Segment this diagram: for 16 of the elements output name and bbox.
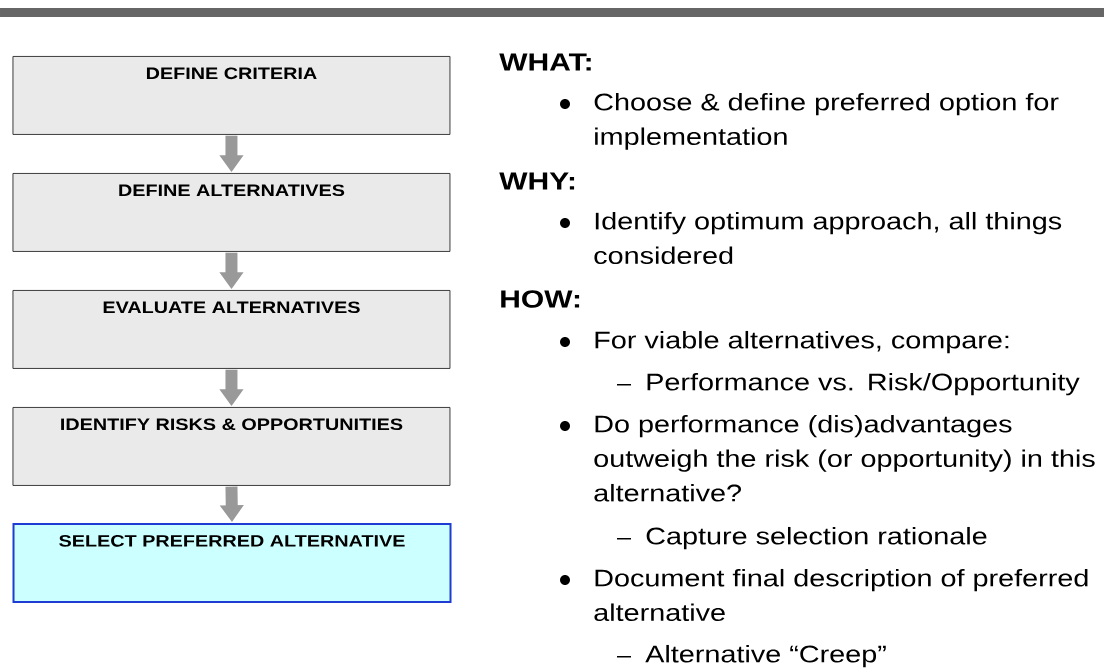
- bullet-item: Identify optimum approach, all things considered: [560, 211, 1062, 265]
- bullet-item: Document final description of preferred alternative: [560, 568, 1088, 622]
- section-heading: WHAT:: [499, 53, 591, 71]
- process-box: IDENTIFY RISKS & OPPORTUNITIES: [12, 407, 451, 486]
- section-heading: WHY:: [499, 172, 575, 190]
- sub-item: Alternative “Creep”: [617, 644, 886, 668]
- bullet-item: Do performance (dis)advantages outweigh the risk (or opportunity) in this alternative?: [560, 414, 1095, 502]
- bullet-item: For viable alternatives, compare:: [560, 330, 1009, 354]
- section-heading: HOW:: [501, 290, 580, 308]
- process-box: DEFINE CRITERIA: [12, 56, 451, 135]
- process-box: EVALUATE ALTERNATIVES: [12, 290, 451, 369]
- sub-item: Capture selection rationale: [617, 526, 987, 550]
- process-box: SELECT PREFERRED ALTERNATIVE: [12, 523, 452, 603]
- sub-item: Performance vs. Risk/Opportunity: [617, 372, 1080, 396]
- process-box: DEFINE ALTERNATIVES: [12, 173, 451, 252]
- bullet-item: Choose & define preferred option for implementation: [560, 92, 1059, 150]
